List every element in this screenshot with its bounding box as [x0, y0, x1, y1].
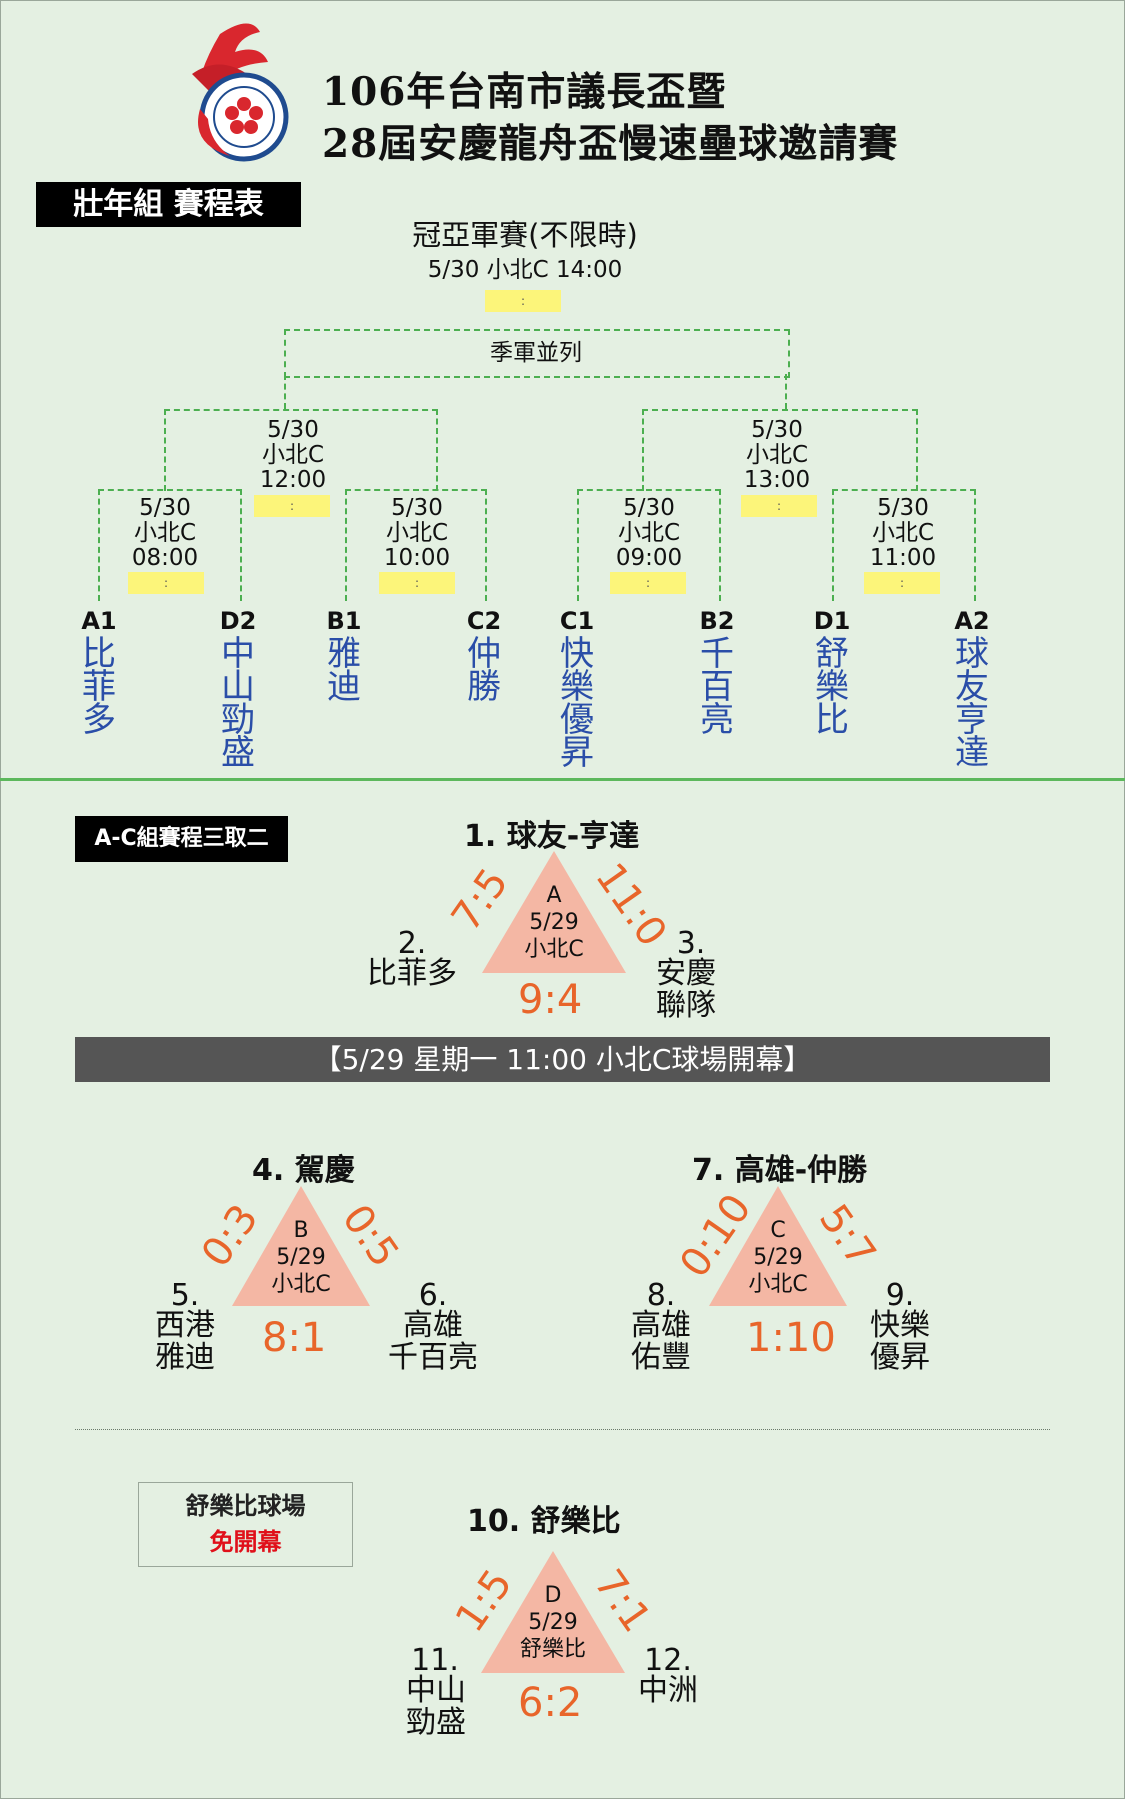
- team-name: 舒樂比: [815, 634, 849, 740]
- team-name: 千百亮: [700, 634, 734, 740]
- group-a-left-num: 2.: [397, 926, 427, 961]
- shulebi-venue-label: 舒樂比球場: [185, 1492, 306, 1520]
- group-c-triangle: [709, 1186, 847, 1306]
- qf2-score-box: :: [379, 572, 455, 594]
- group-c-left-team: 高雄 佑豐: [631, 1308, 691, 1375]
- qf1-score-box: :: [128, 572, 204, 594]
- dotted-divider: [75, 1429, 1050, 1430]
- group-a-top-team: 1. 球友-亨達: [464, 819, 640, 854]
- third-place-box: [284, 329, 790, 378]
- group-d-top-team: 10. 舒樂比: [467, 1504, 621, 1539]
- qf3-line: [577, 489, 721, 601]
- title-line-1: 106年台南市議長盃暨: [322, 69, 727, 115]
- group-d-bottom-score: 6:2: [518, 1680, 583, 1726]
- group-c-left-num: 8.: [646, 1278, 676, 1313]
- group-b-left-team: 西港 雅迪: [155, 1308, 215, 1375]
- title-line-2: 28屆安慶龍舟盃慢速壘球邀請賽: [322, 121, 899, 167]
- section-divider: [0, 778, 1125, 781]
- ac-group-label: A-C組賽程三取二: [75, 816, 288, 862]
- qf2-line: [345, 489, 487, 601]
- third-place-label: 季軍並列: [490, 340, 582, 366]
- team-name: 中山勁盛: [221, 634, 255, 773]
- group-c-right-num: 9.: [885, 1278, 915, 1313]
- team-name: 比菲多: [82, 634, 116, 740]
- team-name: 雅迪: [327, 634, 361, 707]
- group-d-left-team: 中山 勁盛: [406, 1673, 466, 1740]
- team-code: A2: [954, 607, 990, 635]
- group-b-top-team: 4. 駕慶: [252, 1153, 355, 1188]
- group-c-top-team: 7. 高雄-仲勝: [692, 1153, 868, 1188]
- group-d-right-team: 中洲: [638, 1673, 698, 1708]
- group-a-right-num: 3.: [676, 926, 706, 961]
- team-code: C1: [559, 607, 595, 635]
- group-b-left-num: 5.: [170, 1278, 200, 1313]
- semi-left-stem: [284, 374, 286, 409]
- qf3-score-box: :: [610, 572, 686, 594]
- semi-left-line: [164, 409, 438, 491]
- group-a-left-team: 比菲多: [367, 956, 457, 991]
- team-code: B1: [326, 607, 362, 635]
- association-logo: [192, 23, 289, 162]
- group-c-right-team: 快樂 優昇: [870, 1308, 930, 1375]
- team-code: A1: [81, 607, 117, 635]
- no-opening-label: 免開幕: [209, 1528, 282, 1556]
- group-b-triangle: [232, 1186, 370, 1306]
- semi-right-score-box: :: [741, 495, 817, 517]
- qf4-score-box: :: [864, 572, 940, 594]
- group-c-bottom-score: 1:10: [746, 1315, 836, 1361]
- group-b-right-num: 6.: [418, 1278, 448, 1313]
- group-d-triangle: [481, 1551, 625, 1673]
- group-d-left-num: 11.: [411, 1643, 459, 1678]
- team-code: B2: [699, 607, 735, 635]
- group-a-right-team: 安慶 聯隊: [656, 956, 716, 1023]
- qf1-line: [98, 489, 242, 601]
- team-code: C2: [466, 607, 502, 635]
- team-code: D1: [813, 607, 851, 635]
- semi-left-score-box: :: [254, 495, 330, 517]
- final-title: 冠亞軍賽(不限時): [412, 218, 638, 252]
- final-score-box: :: [485, 290, 561, 312]
- group-d-right-num: 12.: [644, 1643, 692, 1678]
- group-b-bottom-score: 8:1: [262, 1315, 327, 1361]
- group-b-right-team: 高雄 千百亮: [388, 1308, 478, 1375]
- final-time: 5/30 小北C 14:00: [427, 257, 623, 283]
- page-title: 106年台南市議長盃暨 28屆安慶龍舟盃慢速壘球邀請賽: [322, 66, 898, 170]
- team-code: D2: [219, 607, 257, 635]
- group-a-triangle: [482, 851, 626, 973]
- semi-right-line: [642, 409, 918, 491]
- team-name: 球友亨達: [955, 634, 989, 773]
- section-label: 壯年組 賽程表: [36, 182, 301, 227]
- shulebi-venue-box: 舒樂比球場 免開幕: [138, 1482, 353, 1567]
- opening-banner: 【5/29 星期一 11:00 小北C球場開幕】: [75, 1037, 1050, 1082]
- team-name: 快樂優昇: [560, 634, 594, 773]
- team-name: 仲勝: [467, 634, 501, 707]
- qf4-line: [832, 489, 976, 601]
- semi-right-stem: [785, 374, 787, 409]
- group-a-bottom-score: 9:4: [518, 977, 583, 1023]
